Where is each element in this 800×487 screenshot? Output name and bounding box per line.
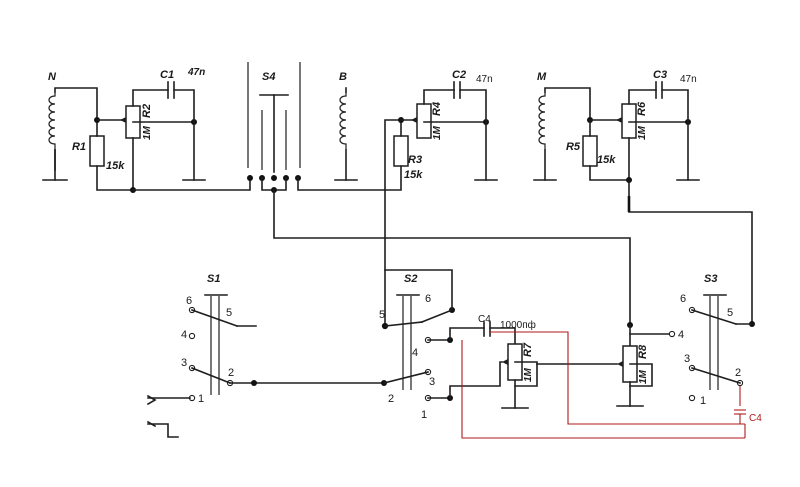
r1-label: R1 (72, 141, 86, 153)
r8-label: R8 (637, 344, 649, 359)
r3-label: R3 (408, 154, 422, 166)
neck-pickup-section: N R1 15k R2 1M C1 47n (42, 67, 251, 193)
s3-pin-1: 1 (700, 395, 706, 407)
resistor-r1 (89, 135, 105, 167)
r1-value: 15k (106, 160, 125, 172)
s3-pin-2: 2 (735, 367, 741, 379)
s1-pin-2: 2 (228, 367, 234, 379)
s1-pin-3: 3 (181, 357, 187, 369)
r3-value: 15k (404, 169, 423, 181)
pickup-n-coil (48, 92, 56, 150)
switch-s2: S2 6 5 4 3 2 1 (379, 269, 455, 421)
c4-alternate-wiring: C4 (461, 331, 762, 439)
c1-label: C1 (160, 69, 174, 81)
r8-network: R8 1M (536, 322, 673, 407)
s3-pin-4: 4 (678, 329, 684, 341)
s2-pin-1: 1 (421, 409, 427, 421)
c2-label: C2 (452, 69, 466, 81)
c4-label: C4 (478, 314, 491, 325)
c3-value: 47n (680, 74, 697, 85)
s1-pin-6: 6 (186, 295, 192, 307)
s2-label: S2 (404, 273, 417, 285)
r2-label: R2 (141, 104, 153, 118)
r4-label: R4 (431, 102, 443, 116)
pickup-b-coil (339, 92, 347, 150)
s1-label: S1 (207, 273, 220, 285)
c4-alt-label: C4 (749, 413, 762, 424)
c3-label: C3 (653, 69, 667, 81)
c4-value: 1000пф (500, 319, 536, 331)
s3-pin-6: 6 (680, 293, 686, 305)
r6-value: 1M (637, 125, 648, 140)
c1-value: 47n (187, 67, 205, 78)
r5-value: 15k (597, 154, 616, 166)
r7-label: R7 (522, 342, 534, 357)
middle-pickup-section: M R5 15k R6 1M C3 47n (533, 69, 753, 325)
pickup-m-coil (538, 92, 546, 150)
pickup-b-label: B (339, 71, 347, 83)
resistor-r3 (393, 135, 409, 167)
s1-pin-4: 4 (181, 329, 187, 341)
c4-r7-network: C4 1000пф R7 1M (449, 314, 538, 409)
r8-value: 1M (638, 369, 649, 384)
switch-s3: S3 6 5 4 3 2 1 (668, 273, 755, 407)
r5-label: R5 (566, 141, 581, 153)
switch-s4: S4 (247, 62, 631, 326)
r7-value: 1M (523, 367, 534, 382)
resistor-r5 (582, 135, 598, 167)
c2-value: 47n (476, 74, 493, 85)
s2-pin-5: 5 (379, 309, 385, 321)
r4-value: 1M (432, 125, 443, 140)
s2-pin-3: 3 (429, 376, 435, 388)
s3-pin-5: 5 (727, 307, 733, 319)
s1-pin-1: 1 (198, 393, 204, 405)
potentiometer-r4 (416, 103, 432, 139)
s2-pin-6: 6 (425, 293, 431, 305)
s4-label: S4 (262, 71, 275, 83)
potentiometer-r6 (621, 103, 637, 139)
switch-s1: S1 6 5 4 3 2 1 (146, 273, 385, 438)
s3-pin-3: 3 (684, 353, 690, 365)
r6-label: R6 (636, 101, 648, 116)
s3-label: S3 (704, 273, 717, 285)
pickup-n-hot-wire (54, 87, 98, 121)
s1-pin-5: 5 (226, 307, 232, 319)
bridge-pickup-section: B R3 15k R4 1M C2 47n (334, 69, 498, 327)
s2-pin-2: 2 (388, 393, 394, 405)
pickup-m-label: M (537, 71, 547, 83)
r2-value: 1M (142, 125, 153, 140)
s2-pin-4: 4 (412, 347, 418, 359)
pickup-n-label: N (48, 71, 57, 83)
